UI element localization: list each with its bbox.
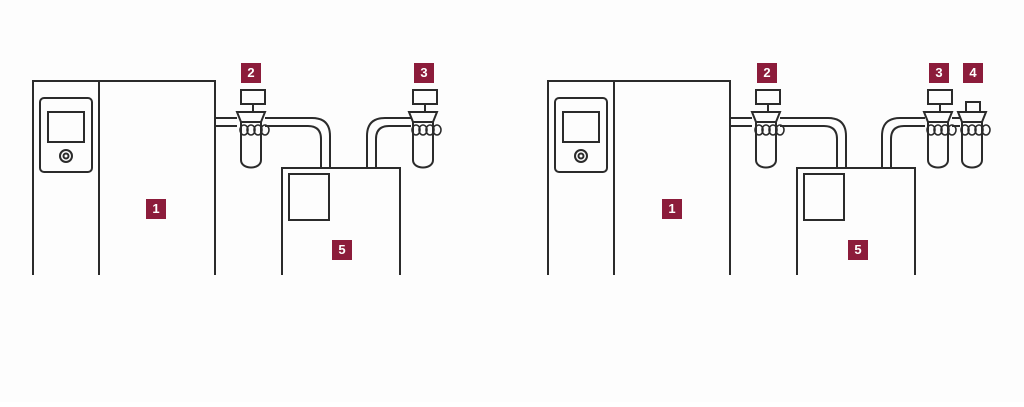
filter-4-right (957, 101, 991, 169)
label-badge-3-right: 3 (929, 63, 949, 83)
pipe-filter2-dryer (265, 117, 331, 168)
filter-3-right (923, 89, 957, 169)
dryer-unit-right (796, 167, 916, 275)
filter-2-right (751, 89, 785, 169)
pipe-dryer-filter3 (366, 117, 411, 168)
label-badge-2-right: 2 (757, 63, 777, 83)
label-badge-3: 3 (414, 63, 434, 83)
left-diagram (32, 80, 442, 275)
label-badge-1-right: 1 (662, 199, 682, 219)
label-badge-5-right: 5 (848, 240, 868, 260)
label-badge-5: 5 (332, 240, 352, 260)
label-badge-4-right: 4 (963, 63, 983, 83)
filter-3 (408, 89, 442, 169)
label-badge-1: 1 (146, 199, 166, 219)
right-diagram (547, 80, 991, 275)
label-badge-2: 2 (241, 63, 261, 83)
compressor-unit (32, 80, 216, 275)
filter-2 (236, 89, 270, 169)
compressor-unit-right (547, 80, 731, 275)
dryer-unit (281, 167, 401, 275)
